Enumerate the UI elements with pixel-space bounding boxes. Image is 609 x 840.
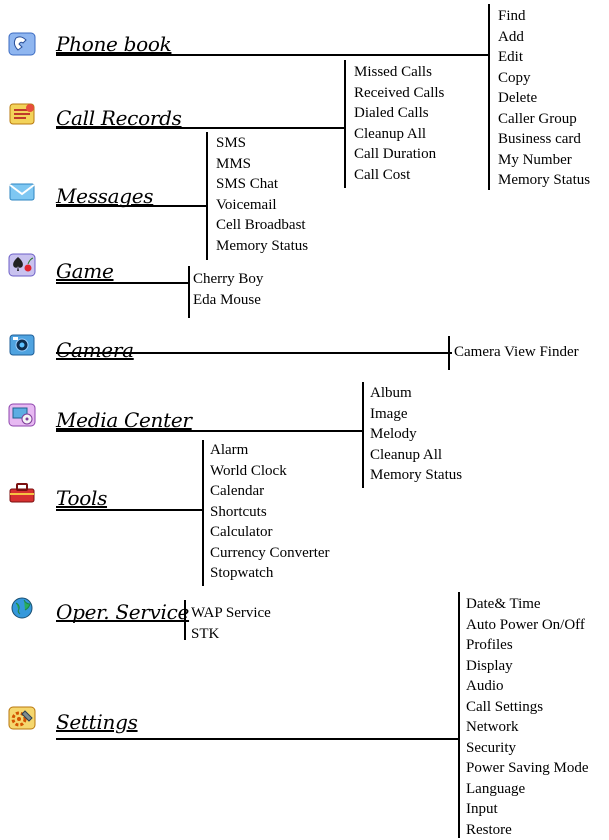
submenu-item[interactable]: Language	[466, 780, 526, 797]
connector-bracket	[202, 440, 204, 586]
connector-line	[56, 738, 460, 740]
media-center-icon[interactable]	[8, 403, 36, 427]
connector-bracket	[448, 336, 450, 370]
submenu-item[interactable]: Calendar	[210, 483, 265, 499]
submenu-item[interactable]: Delete	[498, 90, 538, 106]
submenu-item[interactable]: Camera View Finder	[454, 344, 579, 360]
submenu-phonebook: Find Add Edit Copy Delete Caller Group B…	[498, 6, 590, 191]
envelope-icon[interactable]	[8, 180, 36, 204]
submenu-item[interactable]: Call Duration	[354, 146, 437, 162]
submenu-item[interactable]: Profiles	[466, 637, 513, 653]
submenu-item[interactable]: Add	[498, 28, 524, 45]
submenu-item[interactable]: Eda Mouse	[193, 291, 261, 308]
menu-title-phonebook[interactable]: Phone book	[56, 32, 172, 56]
menu-title-oper[interactable]: Oper. Service	[56, 600, 190, 624]
toolbox-icon[interactable]	[8, 480, 36, 504]
submenu-item[interactable]: Cleanup All	[370, 446, 443, 463]
submenu-item[interactable]: Auto Power On/Off	[466, 616, 585, 633]
submenu-media: Album Image Melody Cleanup All Memory St…	[370, 383, 462, 486]
globe-icon[interactable]	[8, 596, 36, 620]
submenu-item[interactable]: Input	[466, 801, 498, 817]
connector-bracket	[458, 592, 460, 838]
call-records-icon[interactable]	[8, 102, 36, 126]
menu-title-messages[interactable]: Messages	[56, 184, 154, 208]
submenu-item[interactable]: Melody	[370, 426, 417, 442]
submenu-item[interactable]: Display	[466, 657, 513, 674]
menu-title-media[interactable]: Media Center	[56, 408, 192, 432]
submenu-item[interactable]: Memory Status	[498, 172, 591, 188]
submenu-item[interactable]: Audio	[466, 678, 504, 694]
submenu-item[interactable]: Voicemail	[216, 196, 277, 213]
submenu-messages: SMS MMS SMS Chat Voicemail Cell Broadbas…	[216, 133, 308, 256]
submenu-item[interactable]: WAP Service	[191, 605, 271, 621]
submenu-item[interactable]: Currency Converter	[210, 544, 330, 561]
connector-line	[56, 509, 204, 511]
menu-title-callrecords[interactable]: Call Records	[56, 106, 182, 130]
submenu-item[interactable]: Edit	[498, 49, 523, 65]
submenu-game: Cherry Boy Eda Mouse	[193, 269, 263, 310]
submenu-item[interactable]: Cherry Boy	[193, 271, 264, 287]
submenu-item[interactable]: Find	[498, 8, 526, 24]
submenu-oper: WAP Service STK	[191, 603, 271, 644]
menu-title-settings[interactable]: Settings	[56, 710, 138, 734]
menu-title-camera[interactable]: Camera	[56, 338, 134, 362]
connector-bracket	[344, 60, 346, 188]
submenu-item[interactable]: Calculator	[210, 524, 273, 540]
submenu-item[interactable]: Received Calls	[354, 84, 445, 101]
submenu-item[interactable]: Memory Status	[216, 237, 309, 254]
submenu-item[interactable]: Image	[370, 405, 408, 422]
submenu-item[interactable]: Call Settings	[466, 698, 544, 715]
submenu-item[interactable]: Dialed Calls	[354, 105, 429, 121]
connector-bracket	[188, 266, 190, 318]
submenu-item[interactable]: Security	[466, 739, 516, 756]
connector-line	[56, 205, 208, 207]
submenu-item[interactable]: STK	[191, 625, 220, 642]
submenu-item[interactable]: Stopwatch	[210, 565, 274, 581]
submenu-item[interactable]: MMS	[216, 155, 252, 172]
connector-line	[56, 127, 346, 129]
submenu-item[interactable]: My Number	[498, 151, 572, 168]
camera-icon[interactable]	[8, 333, 36, 357]
submenu-tools: Alarm World Clock Calendar Shortcuts Cal…	[210, 440, 330, 584]
submenu-settings: Date& Time Auto Power On/Off Profiles Di…	[466, 594, 589, 840]
submenu-item[interactable]: Cleanup All	[354, 125, 427, 142]
submenu-item[interactable]: Network	[466, 719, 519, 735]
submenu-item[interactable]: Restore	[466, 821, 512, 838]
submenu-item[interactable]: Business card	[498, 131, 581, 147]
submenu-item[interactable]: SMS	[216, 135, 247, 151]
connector-line	[56, 352, 452, 354]
submenu-item[interactable]: Alarm	[210, 442, 249, 458]
submenu-item[interactable]: World Clock	[210, 462, 287, 479]
connector-bracket	[206, 132, 208, 260]
submenu-item[interactable]: Power Saving Mode	[466, 760, 589, 776]
submenu-item[interactable]: Copy	[498, 69, 531, 86]
submenu-item[interactable]: Caller Group	[498, 110, 577, 127]
settings-gear-icon[interactable]	[8, 706, 36, 730]
connector-bracket	[488, 4, 490, 190]
connector-line	[56, 620, 186, 622]
connector-line	[56, 430, 364, 432]
submenu-item[interactable]: Call Cost	[354, 166, 411, 183]
connector-bracket	[184, 600, 186, 640]
submenu-item[interactable]: Date& Time	[466, 596, 541, 612]
submenu-item[interactable]: Memory Status	[370, 467, 463, 483]
submenu-item[interactable]: SMS Chat	[216, 176, 279, 192]
submenu-camera: Camera View Finder	[454, 342, 579, 363]
submenu-item[interactable]: Album	[370, 385, 412, 401]
menu-title-tools[interactable]: Tools	[56, 486, 108, 510]
game-spade-cherry-icon[interactable]	[8, 253, 36, 277]
connector-line	[56, 54, 490, 56]
submenu-item[interactable]: Shortcuts	[210, 503, 267, 520]
submenu-item[interactable]: Cell Broadbast	[216, 217, 306, 233]
submenu-callrecords: Missed Calls Received Calls Dialed Calls…	[354, 62, 444, 185]
connector-bracket	[362, 382, 364, 488]
menu-title-game[interactable]: Game	[56, 259, 114, 283]
phonebook-icon[interactable]	[8, 32, 36, 56]
connector-line	[56, 282, 190, 284]
submenu-item[interactable]: Missed Calls	[354, 64, 432, 80]
